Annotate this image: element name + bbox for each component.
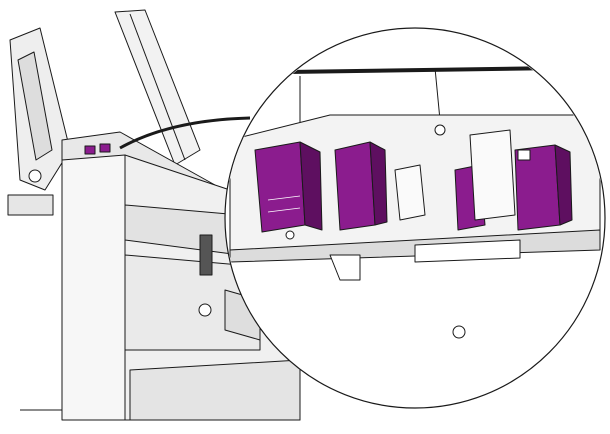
screw-icon [452,325,466,339]
callout-leader [119,116,251,150]
cabinet-front [61,154,126,421]
connector-right [454,129,573,231]
connector-small [99,143,111,153]
connector-small [84,145,96,155]
detail-magnifier [224,27,606,409]
connector-left [254,141,426,233]
